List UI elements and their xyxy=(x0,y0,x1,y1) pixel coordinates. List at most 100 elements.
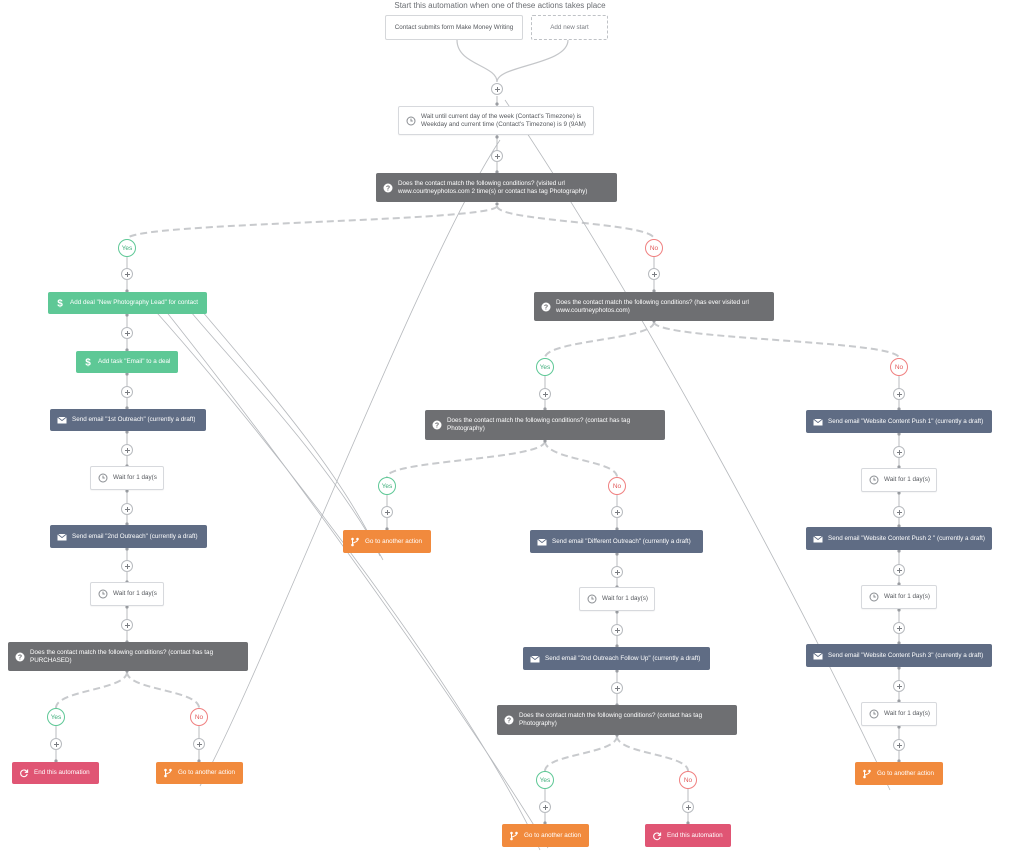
add-step-button[interactable] xyxy=(121,619,133,631)
branch-yes-badge: Yes xyxy=(536,358,554,376)
branch-icon xyxy=(861,768,872,779)
condition-purchased-step[interactable]: ? Does the contact match the following c… xyxy=(8,642,248,671)
go-to-action-step[interactable]: Go to another action xyxy=(156,762,243,784)
add-step-button[interactable] xyxy=(121,444,133,456)
wait-until-weekday-step[interactable]: Wait until current day of the week (Cont… xyxy=(398,106,594,135)
send-email-follow-up-step[interactable]: Send email "2nd Outreach Follow Up" (cur… xyxy=(523,647,710,670)
step-label: Send email "Website Content Push 3" (cur… xyxy=(828,651,984,659)
add-step-button[interactable] xyxy=(682,801,694,813)
add-step-button[interactable] xyxy=(893,739,905,751)
condition-main-step[interactable]: ? Does the contact match the following c… xyxy=(376,173,617,202)
branch-yes-badge: Yes xyxy=(378,477,396,495)
step-label: Wait for 1 day(s) xyxy=(884,593,930,600)
clock-icon xyxy=(97,589,108,600)
add-step-button[interactable] xyxy=(648,268,660,280)
svg-text:?: ? xyxy=(506,718,510,725)
wait-1-day-step[interactable]: Wait for 1 day(s) xyxy=(861,702,937,726)
question-circle-icon: ? xyxy=(14,651,25,662)
svg-text:$: $ xyxy=(85,358,91,368)
step-label: Send email "Website Content Push 2 " (cu… xyxy=(828,534,985,542)
go-to-action-step[interactable]: Go to another action xyxy=(855,762,943,785)
step-label: End this automation xyxy=(667,831,723,839)
question-circle-icon: ? xyxy=(382,182,393,193)
envelope-icon xyxy=(812,650,823,661)
condition-photography-tag-step[interactable]: ? Does the contact match the following c… xyxy=(497,705,737,735)
send-email-push-2-step[interactable]: Send email "Website Content Push 2 " (cu… xyxy=(806,527,992,550)
step-label: Send email "Different Outreach" (current… xyxy=(552,537,691,545)
step-label: Wait for 1 day(s) xyxy=(113,474,157,481)
add-step-button[interactable] xyxy=(121,386,133,398)
add-task-step[interactable]: $ Add task "Email" to a deal xyxy=(76,351,178,373)
svg-text:$: $ xyxy=(57,299,63,309)
send-email-push-3-step[interactable]: Send email "Website Content Push 3" (cur… xyxy=(806,644,992,667)
add-step-button[interactable] xyxy=(893,564,905,576)
send-email-1st-outreach-step[interactable]: Send email "1st Outreach" (currently a d… xyxy=(50,409,206,431)
go-to-action-step[interactable]: Go to another action xyxy=(343,530,431,553)
end-automation-step[interactable]: End this automation xyxy=(12,762,99,784)
add-step-button[interactable] xyxy=(539,388,551,400)
dollar-icon: $ xyxy=(82,357,93,368)
envelope-icon xyxy=(812,416,823,427)
add-step-button[interactable] xyxy=(893,622,905,634)
add-step-button[interactable] xyxy=(893,388,905,400)
condition-photography-tag-step[interactable]: ? Does the contact match the following c… xyxy=(425,410,665,440)
step-label: Does the contact match the following con… xyxy=(519,712,703,727)
step-label: Wait for 1 day(s) xyxy=(884,476,930,483)
add-step-button[interactable] xyxy=(611,506,623,518)
add-step-button[interactable] xyxy=(491,150,503,162)
wait-1-day-step[interactable]: Wait for 1 day(s) xyxy=(579,587,655,611)
add-step-button[interactable] xyxy=(611,682,623,694)
step-label: Add deal "New Photography Lead" for cont… xyxy=(70,299,199,306)
step-label: Send email "1st Outreach" (currently a d… xyxy=(72,416,196,423)
wait-1-day-step[interactable]: Wait for 1 day(s) xyxy=(861,468,937,492)
step-label: Does the contact match the following con… xyxy=(556,298,749,314)
step-label: End this automation xyxy=(34,769,90,776)
refresh-icon xyxy=(651,830,662,841)
clock-icon xyxy=(586,594,597,605)
add-step-button[interactable] xyxy=(893,506,905,518)
add-step-button[interactable] xyxy=(611,566,623,578)
send-email-2nd-outreach-step[interactable]: Send email "2nd Outreach" (currently a d… xyxy=(50,525,207,548)
clock-icon xyxy=(868,592,879,603)
go-to-action-step[interactable]: Go to another action xyxy=(502,824,589,847)
branch-no-badge: No xyxy=(679,771,697,789)
branch-no-badge: No xyxy=(608,477,626,495)
envelope-icon xyxy=(56,531,67,542)
end-automation-step[interactable]: End this automation xyxy=(645,824,731,847)
branch-no-badge: No xyxy=(645,239,663,257)
add-step-button[interactable] xyxy=(121,268,133,280)
add-step-button[interactable] xyxy=(611,624,623,636)
add-step-button[interactable] xyxy=(893,680,905,692)
svg-text:?: ? xyxy=(385,185,389,192)
add-step-button[interactable] xyxy=(121,327,133,339)
add-step-button[interactable] xyxy=(539,801,551,813)
send-email-different-outreach-step[interactable]: Send email "Different Outreach" (current… xyxy=(530,530,703,553)
add-step-button[interactable] xyxy=(381,506,393,518)
add-step-button[interactable] xyxy=(121,560,133,572)
step-label: Wait until current day of the week (Cont… xyxy=(421,112,586,128)
envelope-icon xyxy=(536,536,547,547)
condition-visited-url-step[interactable]: ? Does the contact match the following c… xyxy=(534,292,774,321)
add-deal-step[interactable]: $ Add deal "New Photography Lead" for co… xyxy=(48,292,207,314)
send-email-push-1-step[interactable]: Send email "Website Content Push 1" (cur… xyxy=(806,410,992,433)
clock-icon xyxy=(97,473,108,484)
add-step-button[interactable] xyxy=(193,738,205,750)
trigger-label: Contact submits form Make Money Writing xyxy=(394,24,514,31)
svg-text:?: ? xyxy=(434,423,438,430)
svg-text:?: ? xyxy=(543,304,547,311)
add-step-button[interactable] xyxy=(893,446,905,458)
add-step-button[interactable] xyxy=(121,503,133,515)
add-step-button[interactable] xyxy=(50,738,62,750)
wait-1-day-step[interactable]: Wait for 1 day(s) xyxy=(90,582,164,606)
wait-1-day-step[interactable]: Wait for 1 day(s) xyxy=(861,585,937,609)
trigger-form-submit[interactable]: Contact submits form Make Money Writing xyxy=(385,15,523,40)
refresh-icon xyxy=(18,768,29,779)
add-new-start-label: Add new start xyxy=(550,24,589,31)
add-new-start-button[interactable]: Add new start xyxy=(531,15,608,40)
wait-1-day-step[interactable]: Wait for 1 day(s) xyxy=(90,466,164,490)
add-step-button[interactable] xyxy=(491,83,503,95)
branch-yes-badge: Yes xyxy=(118,239,136,257)
branch-icon xyxy=(162,768,173,779)
question-circle-icon: ? xyxy=(431,420,442,431)
envelope-icon xyxy=(812,533,823,544)
